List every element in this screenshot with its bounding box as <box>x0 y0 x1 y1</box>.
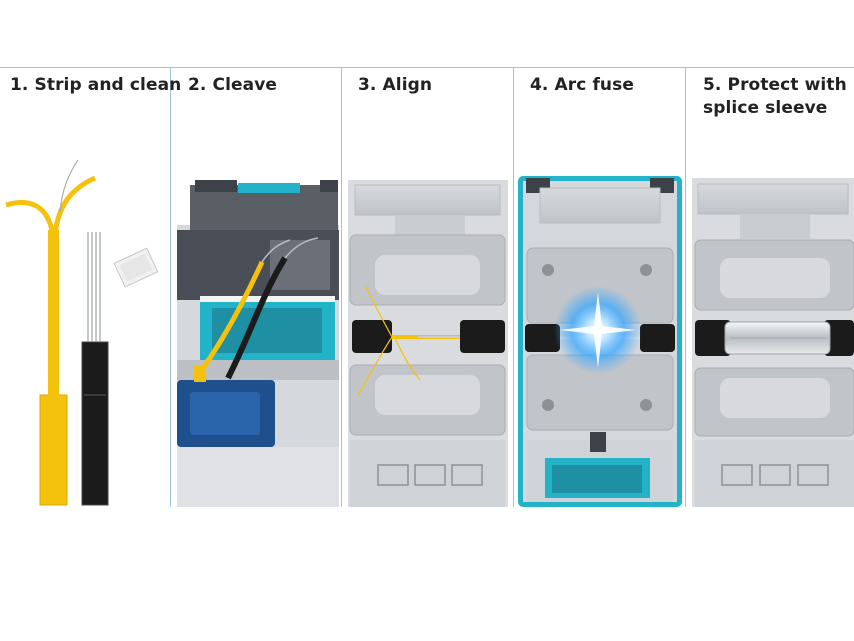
right-fiber-holder <box>460 320 505 353</box>
bare-fiber-bundle <box>87 232 101 342</box>
panel-divider-4 <box>685 67 686 507</box>
panel-divider-3 <box>513 67 514 507</box>
step-1-label: 1. Strip and clean <box>10 75 182 95</box>
screw-icon <box>640 399 652 411</box>
step-3-label: 3. Align <box>358 75 433 95</box>
yellow-fiber-buffer <box>48 230 59 396</box>
panel-divider-1 <box>170 67 171 507</box>
step-4-label: 4. Arc fuse <box>530 75 634 95</box>
step-2-illustration <box>177 180 339 507</box>
left-fiber-holder <box>352 320 392 353</box>
panel-divider-2 <box>341 67 342 507</box>
yellow-fiber-strand-left <box>5 200 56 236</box>
step-5-label: 5. Protect with splice sleeve <box>703 74 847 120</box>
step-4-illustration <box>518 176 682 507</box>
yellow-cable-jacket <box>40 395 67 505</box>
step-5-label-line-2: splice sleeve <box>703 98 828 118</box>
screw-icon <box>542 264 554 276</box>
protect-right-fiber-holder <box>824 320 854 356</box>
protect-left-fiber-holder <box>695 320 731 356</box>
bare-glass-fiber <box>59 159 79 213</box>
screw-icon <box>542 399 554 411</box>
arc-right-fiber-holder <box>640 324 675 352</box>
step-1-illustration <box>5 159 159 506</box>
top-divider-line <box>0 67 854 68</box>
arc-spark-icon <box>560 292 636 368</box>
splicer-vents-protect <box>721 464 829 486</box>
cleaning-wipe <box>113 247 159 288</box>
step-3-illustration <box>348 180 508 507</box>
yellow-fiber-strand-right <box>52 175 97 236</box>
cleaver-black-fiber <box>225 256 288 380</box>
step-5-illustration <box>692 178 854 507</box>
screw-icon <box>640 264 652 276</box>
fusion-splicing-steps-illustration <box>5 159 854 507</box>
step-2-label: 2. Cleave <box>188 75 278 95</box>
black-cable-jacket <box>82 342 108 505</box>
step-5-label-line-1: 5. Protect with <box>703 75 847 95</box>
arc-left-fiber-holder <box>525 324 560 352</box>
splicer-vents-align <box>377 464 483 486</box>
